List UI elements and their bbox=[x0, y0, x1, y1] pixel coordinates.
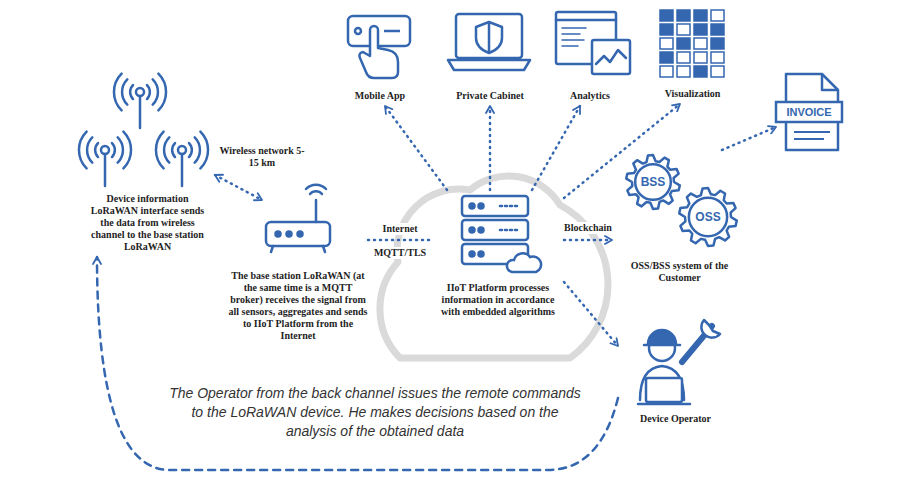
iiot-platform: IIoT Platform processes information in a… bbox=[432, 190, 564, 322]
node-text: Analytics bbox=[545, 90, 635, 102]
node-text: BSS bbox=[641, 176, 666, 188]
node-text: Device information LoRaWAN interface sen… bbox=[87, 193, 209, 253]
invoice-document: INVOICE bbox=[776, 72, 842, 152]
bss-gear: BSS bbox=[624, 153, 682, 211]
protocol-label: MQTT/TLS bbox=[372, 247, 428, 259]
oss-gear: OSS bbox=[677, 186, 739, 248]
antenna-icon bbox=[156, 132, 208, 186]
analytics-icon bbox=[556, 12, 630, 74]
edge-label: Wireless network 5-15 km bbox=[214, 145, 310, 169]
private-cabinet: Private Cabinet bbox=[440, 8, 540, 106]
operator-figure bbox=[638, 320, 720, 404]
note-text: The Operator from the back channel issue… bbox=[165, 384, 585, 441]
edge-label: Internet bbox=[381, 223, 420, 235]
mobile-app: Mobile App bbox=[335, 8, 425, 106]
connector bbox=[489, 106, 492, 190]
connector bbox=[564, 239, 612, 242]
connector bbox=[215, 175, 262, 200]
node-text: Private Cabinet bbox=[440, 90, 540, 102]
device-group: Device information LoRaWAN interface sen… bbox=[80, 55, 215, 257]
connector bbox=[564, 282, 618, 346]
node-text: INVOICE bbox=[786, 106, 831, 118]
connector bbox=[97, 257, 618, 470]
edge-label: Blockchain bbox=[562, 222, 614, 234]
antenna-icon bbox=[79, 132, 131, 186]
connector bbox=[532, 106, 580, 190]
cloud-outline bbox=[380, 176, 608, 358]
node-text: Mobile App bbox=[335, 90, 425, 102]
node-text: Visualization bbox=[640, 88, 745, 100]
connector bbox=[385, 106, 447, 190]
node-text: IIoT Platform processes information in a… bbox=[435, 282, 561, 318]
server-icon bbox=[462, 196, 541, 272]
laptop-shield-icon bbox=[448, 14, 530, 70]
connector bbox=[368, 239, 432, 242]
node-text: Device Operator bbox=[618, 413, 733, 425]
grid-icon bbox=[660, 10, 724, 77]
router-icon bbox=[266, 185, 330, 252]
antenna-icon bbox=[114, 74, 166, 128]
connector bbox=[564, 104, 680, 198]
node-text: OSS/BSS system of the Customer bbox=[630, 260, 730, 284]
device-operator: Device Operator bbox=[618, 318, 733, 429]
analytics: Analytics bbox=[545, 8, 635, 106]
node-text: The base station LoRaWAN (at the same ti… bbox=[228, 270, 368, 342]
connector bbox=[722, 127, 776, 150]
base-station: The base station LoRaWAN (at the same ti… bbox=[228, 200, 368, 346]
oss-bss-system: OSS/BSS system of the Customer BSS OSS bbox=[612, 150, 747, 288]
phone-hand-icon bbox=[348, 16, 410, 78]
node-text: OSS bbox=[695, 211, 720, 223]
visualization: Visualization bbox=[640, 8, 745, 104]
